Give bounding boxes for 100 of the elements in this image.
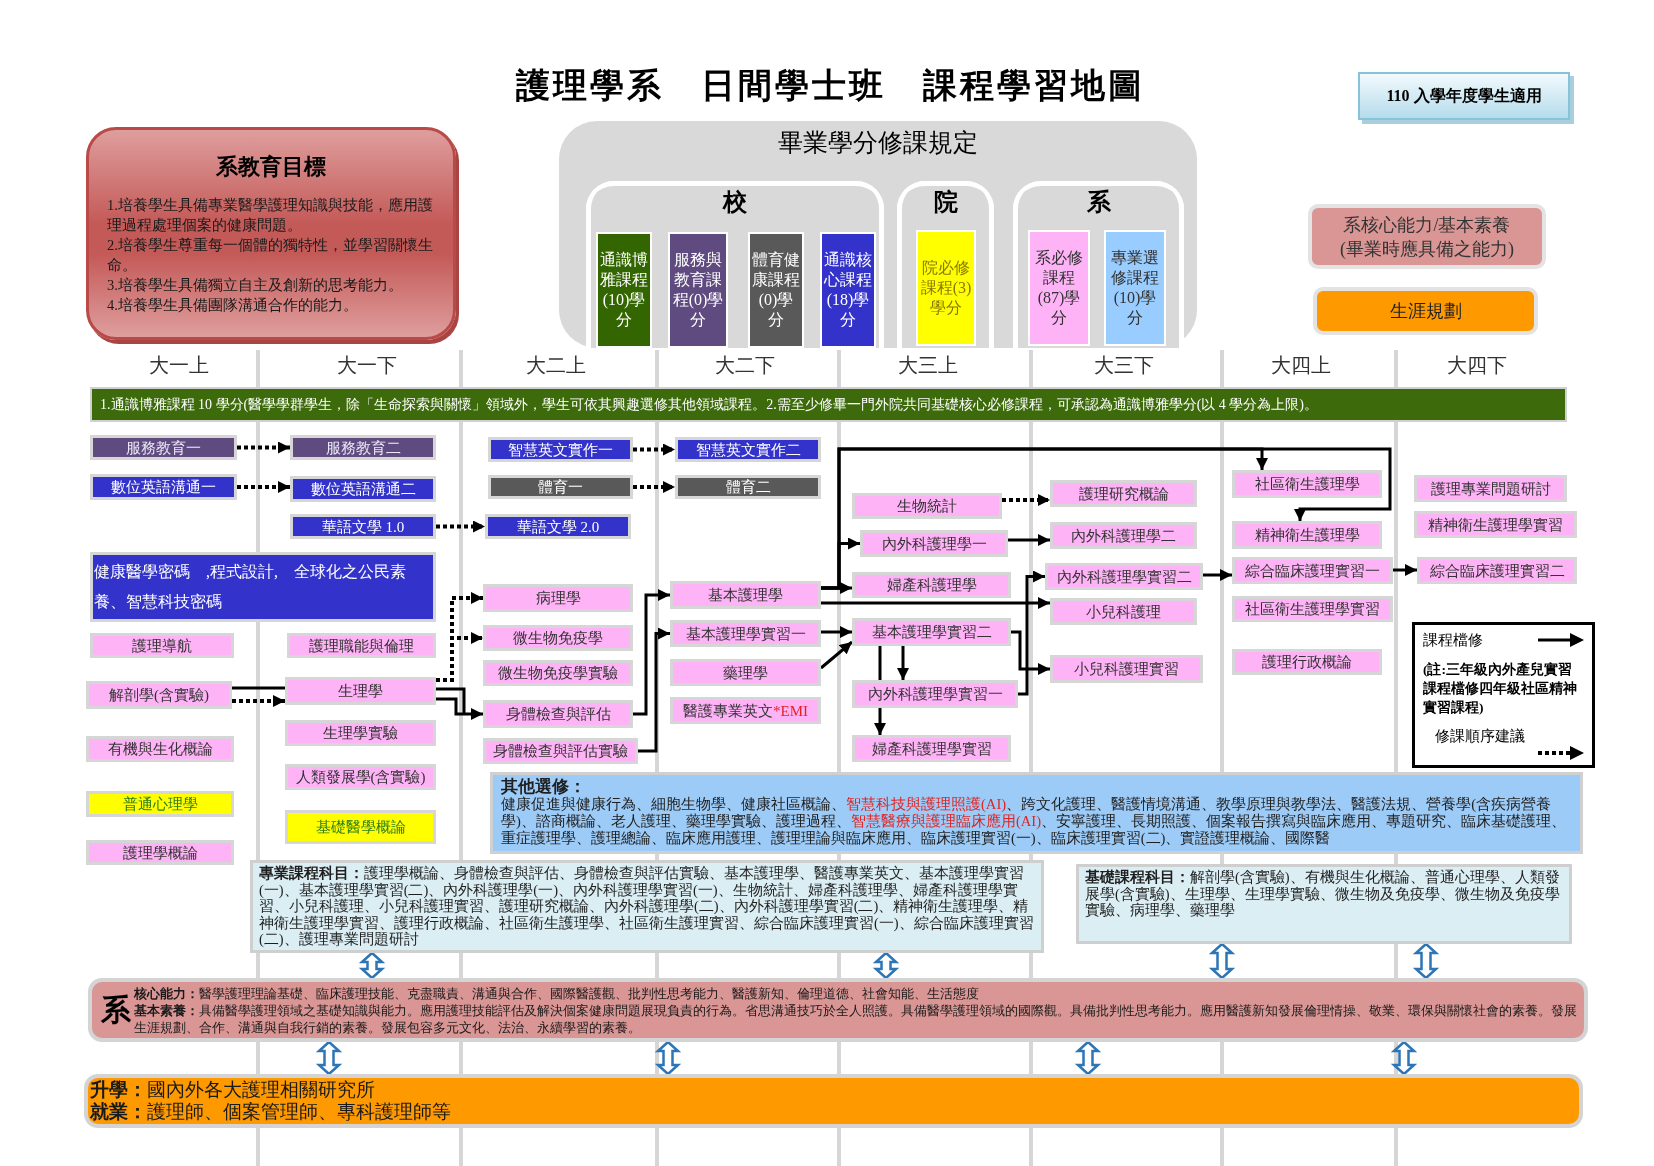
competence-text: 核心能力：醫學護理理論基礎、臨床護理技能、克盡職責、溝通與合作、國際醫護觀、批判性思考能力、醫護新知、倫理道德、社會知能、生活態度 [134,984,980,1002]
connector-line [232,686,285,690]
pathway-text: 就業：護理師、個案管理師、專科護理師等 [90,1101,452,1123]
course-card: 護理導航 [90,633,234,658]
competence-text: 基本素養：具備醫學護理領域之基礎知識與能力。應用護理技能評估及解決個案健康問題展現負責的行為。省思溝通技巧於全人照護。具備醫學護理領域的國際觀。具備批判性思考能力。應用醫護新知發展倫理情操、敬業、環保與關懷社會的素養。發展生涯規劃、合作、溝通與自我行銷的素養。發展包容多元文化、法治、永續學習的素養。 [134,1001,1578,1036]
semester-header: 大一上 [148,353,210,378]
double-arrow [358,951,386,980]
arrow [1008,534,1050,546]
course-card: 內外科護理學實習一 [852,680,1018,708]
course-group-card: 健康醫學密碼 ,程式設計, 全球化之公民素養、智慧科技密碼 [90,552,436,622]
notice-banner: 1.通識博雅課程 10 學分(醫學學群學生，除「生命探索與關懷」領域外，學生可依其興趣選修其他領域課程。2.需至少修畢一門外院共同基礎核心必修課程，可承認為通識博雅學分(以 4 學分為上限)。 [90,387,1567,422]
course-card: 基本護理學實習一 [670,620,821,647]
arrow [1011,630,1050,675]
course-card: 身體檢查與評估實驗 [483,738,638,764]
goal-text: 1.培養學生具備專業醫學護理知識與技能，應用護理過程處理個案的健康問題。 [107,196,434,235]
credit-requirement-card: 通識博雅課程(10)學分 [596,232,652,348]
dotted-arrow [436,520,485,533]
panel-title: 系教育目標 [215,153,327,181]
course-card: 服務教育一 [90,435,237,460]
dotted-arrow [633,443,675,456]
requirement-group-panel [586,181,884,348]
semester-header: 大三下 [1093,353,1155,378]
course-card: 醫護專業英文*EMI [670,697,821,724]
course-card: 內外科護理學實習二 [1045,563,1203,590]
course-card: 基礎醫學概論 [285,810,436,844]
double-arrow [654,1040,682,1076]
course-card: 人類發展學(含實驗) [285,764,436,790]
course-card: 智慧英文實作二 [675,437,821,462]
course-card: 數位英語溝通二 [290,476,436,502]
course-card: 基本護理學實習二 [852,618,1011,646]
course-card: 生理學實驗 [285,720,436,746]
double-arrow [315,1040,343,1076]
course-card: 普通心理學 [86,791,234,817]
department-mark: 系 [100,993,132,1027]
group-heading: 畢業學分修課規定 [777,128,979,158]
career-planning-card: 生涯規劃 [1313,287,1538,335]
pathway-text: 升學：國內外各大護理相關研究所 [90,1079,376,1101]
semester-header: 大一下 [336,353,398,378]
requirement-group-panel [1013,181,1184,348]
semester-header: 大二上 [525,353,587,378]
dotted-arrow [232,695,285,707]
course-card: 綜合臨床護理實習一 [1232,557,1393,584]
course-card: 身體檢查與評估 [483,700,633,728]
semester-header: 大三上 [897,353,959,378]
arrow [820,640,853,670]
course-card: 護理學概論 [86,840,234,865]
arrow [633,589,670,716]
course-card: 小兒科護理 [1050,598,1197,625]
dotted-arrow [436,632,483,682]
course-card: 護理職能與倫理 [287,633,436,658]
group-heading: 院 [932,188,959,217]
course-card: 微生物免疫學實驗 [483,660,633,686]
legend-label: 修課順序建議 [1434,727,1526,746]
semester-header: 大四下 [1446,353,1508,378]
credit-requirement-card: 通識核心課程(18)學分 [820,232,876,348]
dotted-arrow [1002,494,1050,506]
semester-header: 大二下 [714,353,776,378]
course-card: 生物統計 [852,493,1002,519]
goal-text: 4.培養學生具備團隊溝通合作的能力。 [107,296,359,315]
arrow [821,447,1392,590]
dotted-arrow [633,481,675,493]
dotted-arrow [237,441,290,454]
course-card: 社區衛生護理學 [1232,470,1382,498]
course-card: 華語文學 2.0 [485,514,631,539]
course-card: 內外科護理學一 [860,530,1008,557]
group-heading: 校 [721,188,748,217]
arrow [821,626,852,638]
course-card: 服務教育二 [290,435,436,460]
legend-label: 課程檔修 [1423,631,1483,650]
course-card: 精神衛生護理學 [1232,521,1382,549]
subject-list-text: 基礎課程科目：解剖學(含實驗)、有機與生化概論、普通心理學、人類發展學(含實驗)、生理學、生理學實驗、微生物及免疫學、微生物及免疫學實驗、病理學、藥理學 [1085,869,1561,919]
page-title: 護理學系 日間學士班 課程學習地圖 [514,66,1146,106]
course-card: 華語文學 1.0 [290,514,436,539]
course-card: 生理學 [285,677,436,705]
double-arrow [1412,942,1440,980]
arrow [434,687,485,720]
course-card: 精神衛生護理學實習 [1414,511,1577,538]
double-arrow [1208,942,1236,980]
credit-requirement-card: 院必修課程(3)學分 [916,230,976,346]
credit-requirement-card: 體育健康課程(0)學分 [748,232,804,348]
arrow [638,627,670,753]
course-card: 智慧英文實作一 [488,437,633,462]
arrow [874,708,886,735]
credit-requirement-card: 專業選修課程(10)學分 [1104,230,1166,346]
double-arrow [872,951,900,980]
arrow [1018,570,1045,696]
course-card: 護理研究概論 [1050,480,1197,507]
double-arrow [1074,1040,1102,1076]
competence-card: 系核心能力/基本素養(畢業時應具備之能力) [1308,204,1546,269]
course-card: 小兒科護理實習 [1050,655,1203,683]
section-heading: 其他選修： [501,777,587,796]
double-arrow [1390,1040,1418,1076]
dotted-arrow [237,481,290,493]
course-card: 婦產科護理學實習 [852,735,1011,762]
course-card: 綜合臨床護理實習二 [1417,557,1577,584]
arrow [821,597,1050,609]
course-card: 護理行政概論 [1232,649,1382,675]
goal-text: 2.培養學生尊重每一個體的獨特性，並學習關懷生命。 [107,236,434,275]
course-card: 微生物免疫學 [483,625,633,651]
requirement-group-panel [897,181,994,348]
